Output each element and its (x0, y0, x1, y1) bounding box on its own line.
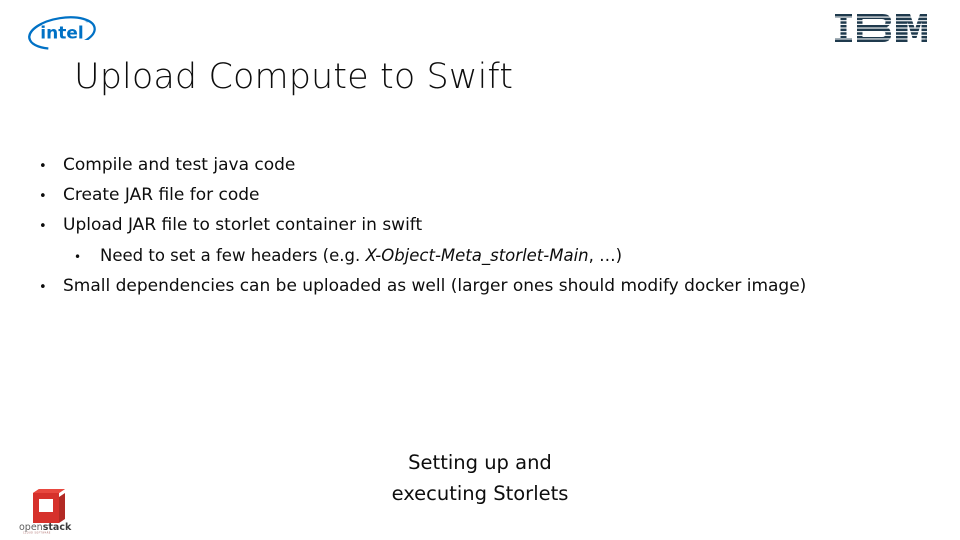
caption-line-2: executing Storlets (391, 482, 569, 505)
ibm-logo: ® (835, 14, 927, 42)
ibm-stripes (835, 14, 927, 42)
bullet-marker-icon: • (39, 159, 47, 174)
page-title: Upload Compute to Swift (74, 57, 514, 97)
sub-list-item: • Need to set a few headers (e.g. X-Obje… (30, 241, 930, 272)
caption-line-1: Setting up and (408, 451, 552, 474)
list-item: • Create JAR file for code (30, 181, 930, 211)
list-item: • Compile and test java code (30, 151, 930, 181)
bullet-list: • Compile and test java code • Create JA… (30, 151, 930, 302)
openstack-wordmark-light: openstack (19, 522, 72, 533)
list-item: • Small dependencies can be uploaded as … (30, 272, 930, 302)
sub-list-item-text-before: Need to set a few headers (e.g. (100, 246, 366, 265)
bullet-marker-icon: • (39, 219, 47, 234)
openstack-logo: openstack CLOUD SOFTWARE (18, 484, 80, 534)
intel-wordmark: intel (40, 24, 83, 44)
intel-logo: intel ™ (22, 12, 102, 54)
list-item-text: Small dependencies can be uploaded as we… (63, 276, 807, 296)
sub-list-item-text-after: , …) (588, 246, 623, 265)
bullet-marker-icon: • (39, 189, 47, 204)
openstack-box-icon (33, 489, 65, 523)
list-item-text: Upload JAR file to storlet container in … (63, 215, 423, 235)
openstack-tagline: CLOUD SOFTWARE (23, 532, 51, 535)
list-item-text: Compile and test java code (63, 155, 296, 175)
bullet-marker-icon: • (74, 250, 82, 264)
ibm-trademark-icon: ® (925, 36, 927, 42)
sub-list-item-text: Need to set a few headers (e.g. X-Object… (100, 241, 622, 270)
bullet-marker-icon: • (39, 280, 47, 295)
list-item-text: Create JAR file for code (63, 185, 260, 205)
intel-trademark-icon: ™ (85, 20, 91, 27)
openstack-wordmark-bold: stack (43, 522, 72, 533)
list-item: • Upload JAR file to storlet container i… (30, 211, 930, 241)
caption-block: Setting up and executing Storlets (0, 447, 960, 509)
header-name-emphasis: X-Object-Meta_storlet-Main (365, 246, 589, 265)
